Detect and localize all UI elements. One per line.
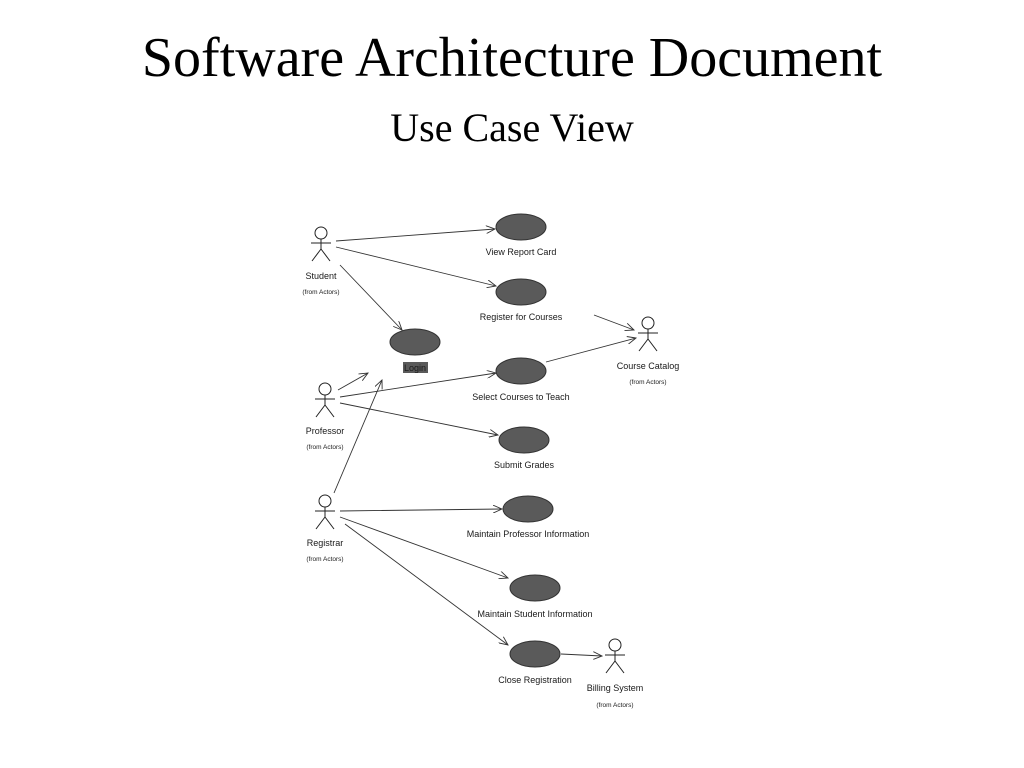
association-professor-submit-grades <box>339 402 498 435</box>
slide-subtitle: Use Case View <box>390 105 634 150</box>
associations <box>333 229 636 656</box>
actor-package-note: (from Actors) <box>306 444 343 451</box>
use-case-label: Login <box>404 363 426 373</box>
association-register-for-courses-course-catalog <box>593 314 634 330</box>
use-case-label: Register for Courses <box>480 312 563 322</box>
actor-package-note: (from Actors) <box>596 702 633 709</box>
stick-figure-icon <box>605 638 625 674</box>
association-student-login <box>339 264 402 330</box>
use-case-label: Maintain Professor Information <box>467 529 590 539</box>
association-close-registration-billing-system <box>560 654 602 656</box>
use-case-view-report-card: View Report Card <box>486 213 557 257</box>
actor-name: Student <box>305 271 337 281</box>
use-case-submit-grades: Submit Grades <box>494 426 555 470</box>
use-case-label: View Report Card <box>486 247 557 257</box>
stick-figure-icon <box>315 382 335 418</box>
actor-course-catalog: Course Catalog (from Actors) <box>617 316 680 386</box>
slide-title: Software Architecture Document <box>141 27 883 89</box>
use-case-close-registration: Close Registration <box>498 640 572 685</box>
use-cases: View Report Card Register for Courses Lo… <box>389 213 593 685</box>
actor-package-note: (from Actors) <box>306 556 343 563</box>
association-registrar-close-registration <box>344 523 508 645</box>
actors: Student (from Actors) Professor (from Ac… <box>302 226 680 709</box>
association-registrar-maintain-student <box>339 516 508 578</box>
association-professor-login <box>337 373 368 391</box>
use-case-label: Submit Grades <box>494 460 555 470</box>
use-case-register-for-courses: Register for Courses <box>480 278 563 322</box>
actor-billing-system: Billing System (from Actors) <box>587 638 644 709</box>
use-case-label: Maintain Student Information <box>477 609 592 619</box>
use-case-login: Login <box>389 328 441 373</box>
stick-figure-icon <box>638 316 658 352</box>
use-case-select-courses-to-teach: Select Courses to Teach <box>472 357 570 402</box>
association-professor-select-courses <box>339 373 496 398</box>
association-student-register-for-courses <box>335 246 496 286</box>
actor-registrar: Registrar (from Actors) <box>306 494 344 563</box>
use-case-maintain-professor-information: Maintain Professor Information <box>467 495 590 539</box>
association-select-courses-course-catalog <box>545 338 636 363</box>
use-case-label: Select Courses to Teach <box>472 392 569 402</box>
stick-figure-icon <box>315 494 335 530</box>
actor-package-note: (from Actors) <box>302 289 339 296</box>
association-student-view-report-card <box>335 229 495 242</box>
actor-name: Professor <box>306 426 345 436</box>
stick-figure-icon <box>311 226 331 262</box>
actor-name: Registrar <box>307 538 344 548</box>
association-registrar-login <box>333 380 382 494</box>
association-registrar-maintain-professor <box>339 509 502 511</box>
actor-name: Course Catalog <box>617 361 680 371</box>
actor-professor: Professor (from Actors) <box>306 382 345 451</box>
use-case-label: Close Registration <box>498 675 572 685</box>
actor-student: Student (from Actors) <box>302 226 340 296</box>
use-case-maintain-student-information: Maintain Student Information <box>477 574 593 619</box>
actor-package-note: (from Actors) <box>629 379 666 386</box>
actor-name: Billing System <box>587 683 644 693</box>
